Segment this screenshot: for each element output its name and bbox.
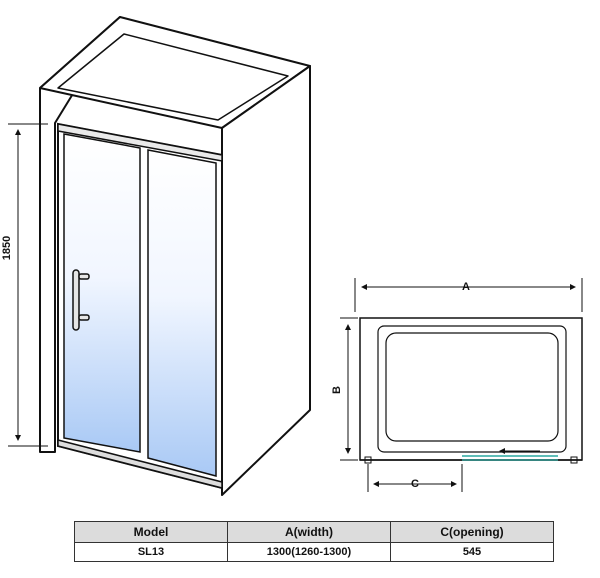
b-label: B (331, 386, 343, 394)
right-wall (221, 65, 311, 496)
c-label: C (411, 478, 419, 490)
shower-door-drawing: 1850 A B C (1, 16, 583, 496)
cell-c-opening: 545 (390, 542, 554, 562)
height-dimension (8, 123, 48, 447)
cell-model: SL13 (74, 542, 228, 562)
sliding-door (57, 122, 223, 490)
spec-table: Model A(width) C(opening) SL13 1300(1260… (74, 521, 554, 562)
b-dimension (340, 317, 358, 461)
a-dimension (354, 278, 583, 312)
bottom-track (57, 439, 223, 489)
table-row: SL13 1300(1260-1300) 545 (74, 542, 554, 562)
top-rail (57, 123, 223, 162)
ceiling-inner (57, 33, 289, 121)
door-handle (72, 269, 90, 331)
enclosure-3d (39, 16, 311, 496)
header-model: Model (74, 521, 228, 543)
glass-panel-right (147, 149, 217, 477)
header-a-width: A(width) (227, 521, 391, 543)
a-label: A (462, 281, 470, 293)
plan-view (359, 317, 583, 464)
glass-panel-left (63, 133, 141, 453)
header-c-opening: C(opening) (390, 521, 554, 543)
height-label: 1850 (1, 236, 13, 260)
cell-a-width: 1300(1260-1300) (227, 542, 391, 562)
spec-table-header-row: Model A(width) C(opening) (74, 521, 554, 543)
c-dimension (367, 464, 463, 492)
